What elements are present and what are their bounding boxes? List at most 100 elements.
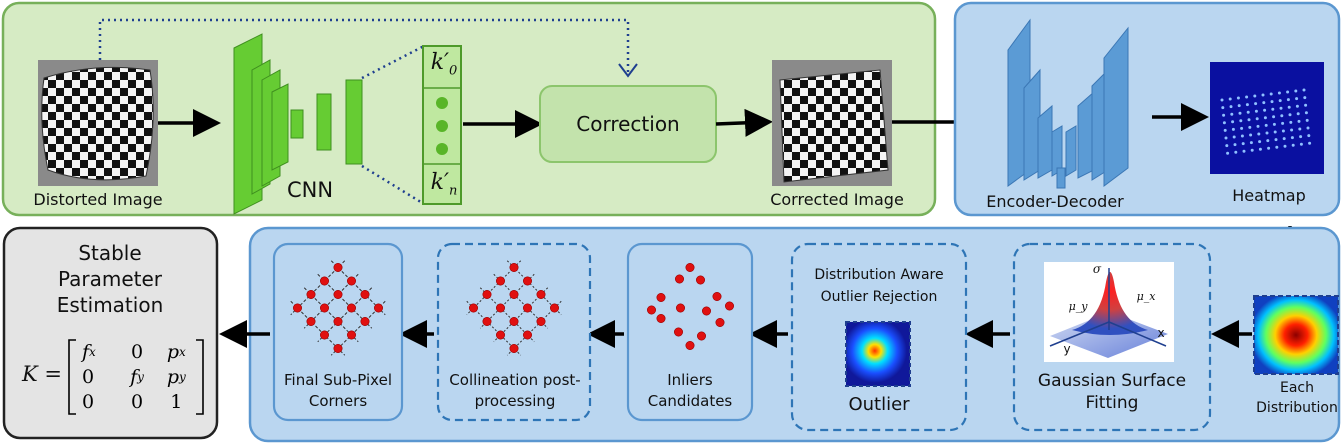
cnn-to-vector-bottom — [361, 164, 425, 206]
heatmap-dot — [1258, 147, 1262, 151]
heatmap-dot — [1249, 141, 1253, 145]
matrix-cell: 1 — [170, 390, 183, 413]
corner-dot — [319, 330, 329, 340]
outlier-label: Outlier — [848, 394, 910, 415]
arrow-to-corrected — [715, 108, 773, 137]
heatmap-image — [1210, 62, 1324, 174]
heatmap-dot — [1234, 150, 1238, 154]
heatmap-dot — [1232, 135, 1236, 139]
heatmap-dot — [1289, 120, 1293, 124]
heatmap-dot — [1296, 112, 1300, 116]
heatmap-dot — [1241, 142, 1245, 146]
heatmap-dot — [1263, 116, 1267, 120]
heatmap-dot — [1288, 113, 1292, 117]
kn-label: k′n — [430, 170, 458, 199]
parameter-vector — [422, 45, 462, 205]
heatmap-dot — [1249, 133, 1253, 137]
outlier-title: Distribution Aware Outlier Rejection — [814, 267, 944, 305]
corner-dot — [333, 316, 343, 326]
heatmap-dot — [1291, 143, 1295, 147]
gaussian-surface-plot — [1044, 262, 1174, 362]
heatmap-dot — [1271, 107, 1275, 111]
heatmap-dot — [1250, 148, 1254, 152]
heatmap-dot — [1302, 88, 1306, 92]
axis-muy-label: μ_y — [1068, 300, 1088, 313]
gaussian-label: Gaussian Surface Fitting — [1037, 371, 1187, 413]
heatmap-dot — [1222, 121, 1226, 125]
k0-label: k′0 — [430, 50, 458, 79]
encoder-decoder-label: Encoder-Decoder — [986, 192, 1124, 211]
heatmap-dot — [1270, 100, 1274, 104]
corner-dot — [495, 303, 505, 313]
inlier-dot — [673, 327, 683, 337]
corner-dot — [306, 316, 316, 326]
heatmap-dot — [1236, 96, 1240, 100]
inlier-dot — [685, 262, 695, 272]
heatmap-dot — [1274, 138, 1278, 142]
corner-dot — [522, 303, 532, 313]
corner-dot — [333, 343, 343, 353]
corner-dot — [319, 276, 329, 286]
heatmap-dot — [1261, 93, 1265, 97]
corner-dot — [495, 276, 505, 286]
heatmap-dot — [1277, 91, 1281, 95]
heatmap-dot — [1238, 111, 1242, 115]
heatmap-dot — [1228, 97, 1232, 101]
matrix-cell: 0 — [130, 390, 144, 413]
heatmap-dot — [1299, 135, 1303, 139]
heatmap-dot — [1306, 126, 1310, 130]
cnn-label: CNN — [286, 178, 334, 202]
inlier-dot — [646, 305, 656, 315]
stable-title: Stable Parameter Estimation — [56, 241, 164, 317]
heatmap-dot — [1254, 102, 1258, 106]
heatmap-dot — [1256, 124, 1260, 128]
axis-mux-label: μ_x — [1136, 290, 1156, 303]
heatmap-dot — [1272, 115, 1276, 119]
heatmap-dot — [1308, 141, 1312, 145]
corrected-image-label: Corrected Image — [770, 190, 904, 209]
heatmap-dot — [1221, 106, 1225, 110]
heatmap-dot — [1245, 95, 1249, 99]
final-corners-box — [272, 242, 404, 422]
heatmap-dot — [1233, 143, 1237, 147]
corner-dot — [482, 289, 492, 299]
heatmap-dot — [1220, 98, 1224, 102]
each-distribution-label: Each Distribution — [1256, 380, 1338, 416]
heatmap-dot — [1280, 114, 1284, 118]
corner-dot — [333, 262, 343, 272]
heatmap-dot — [1295, 97, 1299, 101]
heatmap-dot — [1272, 122, 1276, 126]
heatmap-dot — [1299, 142, 1303, 146]
heatmap-dot — [1230, 112, 1234, 116]
heatmap-dot — [1248, 125, 1252, 129]
correction-label: Correction — [576, 112, 680, 136]
corner-dot — [333, 289, 343, 299]
heatmap-dot — [1281, 121, 1285, 125]
corrected-image — [772, 60, 892, 186]
heatmap-dot — [1269, 92, 1273, 96]
dotted-feedback-arrowhead — [618, 63, 638, 78]
matrix-cell: 0 — [82, 390, 95, 413]
dotted-feedback-line — [98, 18, 630, 72]
corner-dot — [346, 303, 356, 313]
corner-dot — [292, 303, 302, 313]
inlier-dot — [724, 301, 734, 311]
final-grid — [290, 260, 386, 356]
inlier-dot — [674, 274, 684, 284]
heatmap-dot — [1239, 119, 1243, 123]
inlier-dot — [675, 303, 685, 313]
heatmap-dot — [1240, 126, 1244, 130]
distorted-image — [38, 60, 158, 186]
heatmap-dot — [1224, 136, 1228, 140]
heatmap-dot — [1281, 129, 1285, 133]
inlier-dot — [715, 317, 725, 327]
heatmap-dot — [1282, 137, 1286, 141]
heatmap-dot — [1267, 146, 1271, 150]
matrix-right-bracket — [196, 339, 204, 415]
corner-dot — [495, 330, 505, 340]
heatmap-dot — [1295, 104, 1299, 108]
collineation-box — [436, 242, 592, 422]
